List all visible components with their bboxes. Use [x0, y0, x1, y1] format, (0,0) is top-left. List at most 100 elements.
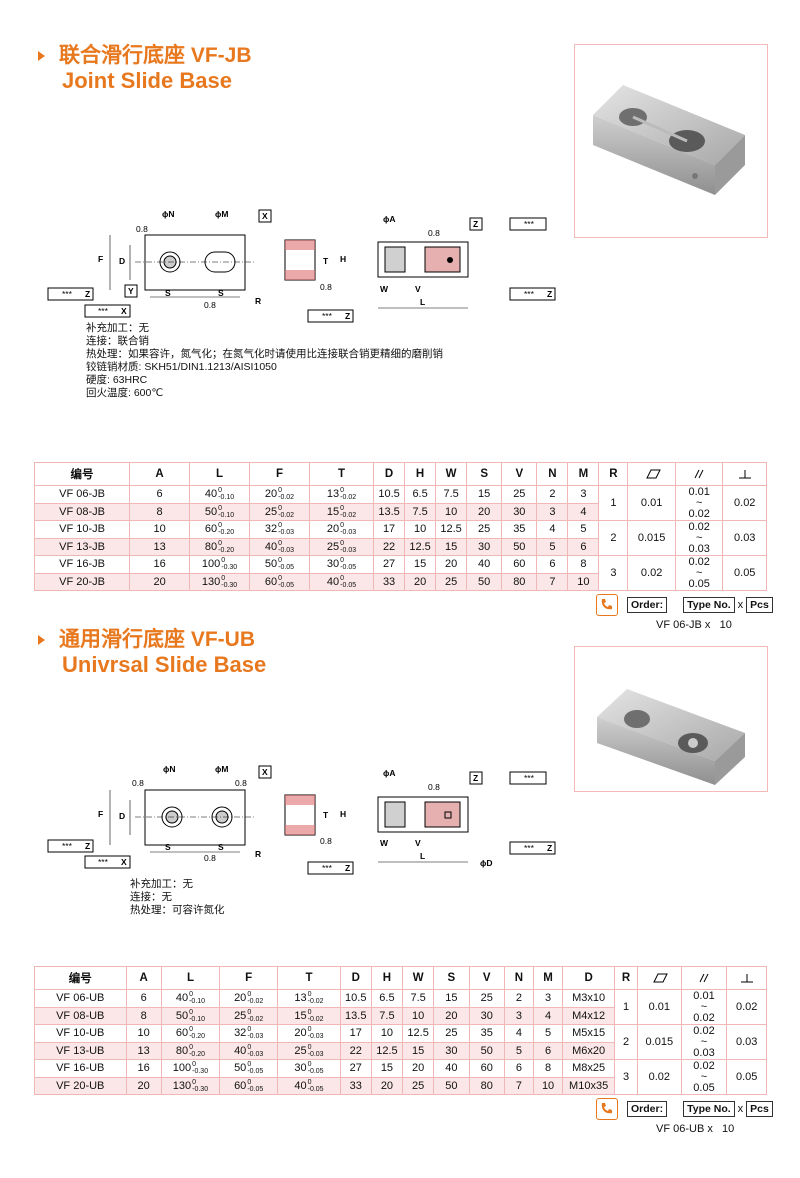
tolerance: 0-0.10 — [189, 991, 205, 1005]
tol-upper: 0 — [340, 522, 345, 530]
parallelism-range: 0.01~0.02 — [688, 487, 709, 520]
v-value: 35 — [501, 520, 538, 539]
order-label: Order: — [627, 597, 668, 613]
par-a: 0.02 — [688, 521, 710, 533]
tol-upper: 0 — [307, 1043, 312, 1051]
tolerance: 0-0.03 — [247, 1044, 263, 1058]
tol-upper: 0 — [278, 574, 283, 582]
tol-lower: -0.02 — [340, 511, 357, 519]
tol-lower: -0.03 — [278, 529, 295, 537]
h-value: 6.5 — [404, 485, 437, 504]
tolerance: 0-0.02 — [247, 991, 263, 1005]
tol-lower: -0.05 — [340, 564, 357, 572]
tol-upper: 0 — [247, 991, 252, 999]
perpendicularity-icon — [738, 470, 751, 479]
value: 20 — [326, 523, 340, 536]
col-header: M — [567, 462, 600, 486]
tol-upper: 0 — [192, 1061, 197, 1069]
d-value: 33 — [373, 572, 406, 591]
section1-notes: 补充加工：无 连接：联合销 热处理：如果容许，氮气化；在氮气化时请使用比连接联合… — [86, 322, 443, 400]
tol-box-2-stars: *** — [98, 857, 109, 867]
dim-M-label: ϕM — [215, 764, 228, 774]
tolerance: 0-0.03 — [340, 540, 356, 554]
v-value: 30 — [501, 502, 538, 521]
tolerance: 0-0.03 — [308, 1044, 324, 1058]
tolerance: 0-0.02 — [278, 505, 294, 519]
note-line: 回火温度: 600℃ — [86, 387, 164, 399]
parallelism-value: 0.02~0.03 — [674, 520, 724, 556]
value: 32 — [234, 1027, 247, 1040]
h-value: 20 — [370, 1076, 404, 1095]
tol-lower: -0.10 — [218, 494, 235, 502]
value: 40 — [204, 488, 218, 501]
tol-upper: 0 — [218, 504, 223, 512]
tol-box-4-Z: Z — [547, 843, 552, 853]
tol-upper: 0 — [340, 539, 345, 547]
value: 15 — [326, 505, 340, 518]
note-line: 补充加工：无 — [86, 322, 149, 334]
type-no: VF 10-UB — [34, 1024, 127, 1043]
tol-box-2-stars: *** — [98, 306, 109, 316]
s-value: 30 — [466, 537, 503, 556]
type-no: VF 16-JB — [33, 555, 131, 574]
tolerance: 0-0.05 — [308, 1061, 324, 1075]
d-value: 13.5 — [373, 502, 406, 521]
tolerance: 0-0.20 — [189, 1044, 205, 1058]
value: 20 — [294, 1027, 307, 1040]
value: 130 — [172, 1079, 192, 1092]
tol-lower: -0.05 — [278, 581, 295, 589]
col-header: T — [277, 966, 341, 990]
perpendicularity-header — [726, 966, 767, 990]
bolt-d-value: M10x35 — [562, 1076, 616, 1095]
par-b: 0.05 — [693, 1082, 715, 1094]
triangle-bullet-icon — [38, 635, 45, 645]
bolt-d-value: M4x12 — [562, 1006, 616, 1025]
d-value: 10.5 — [339, 989, 372, 1008]
parallelism-header — [680, 966, 728, 990]
parallelism-icon — [694, 469, 704, 479]
tol-lower: -0.03 — [340, 546, 357, 554]
tol-lower: -0.30 — [221, 581, 238, 589]
parallelism-range: 0.02~0.05 — [688, 557, 709, 590]
perpendicularity-value: 0.05 — [722, 555, 767, 591]
value: 60 — [234, 1079, 247, 1092]
m-value: 8 — [567, 555, 600, 574]
perpendicularity-header — [722, 462, 767, 486]
w-value: 15 — [435, 537, 468, 556]
d-value: 17 — [339, 1024, 372, 1043]
tol-lower: -0.30 — [221, 564, 238, 572]
order-example-type: VF 06-UB — [656, 1123, 705, 1135]
value: 60 — [175, 1027, 189, 1040]
w-value: 12.5 — [402, 1024, 435, 1043]
v-value: 60 — [468, 1059, 505, 1078]
tol-upper: 0 — [278, 522, 283, 530]
tol-lower: -0.02 — [278, 494, 295, 502]
flatness-value: 0.015 — [627, 520, 676, 556]
tolerance: 0-0.03 — [247, 1026, 263, 1040]
tol-upper: 0 — [278, 539, 283, 547]
par-b: 0.03 — [688, 543, 710, 555]
tol-upper: 0 — [278, 487, 283, 495]
section1-title-zh: 联合滑行底座 VF-JB — [59, 44, 252, 67]
flatness-value: 0.02 — [636, 1059, 682, 1095]
section1-title-en: Joint Slide Base — [62, 68, 232, 93]
a-value: 6 — [129, 485, 191, 504]
s-value: 25 — [433, 1024, 470, 1043]
col-header: L — [160, 966, 221, 990]
dim-F-label: F — [98, 809, 103, 819]
value: 13 — [326, 488, 340, 501]
par-a: 0.01 — [688, 486, 710, 498]
note-line: 连接：无 — [130, 891, 172, 903]
datum-Z-label: Z — [473, 219, 478, 229]
w-value: 12.5 — [435, 520, 468, 539]
value: 20 — [234, 992, 247, 1005]
m-value: 6 — [567, 537, 600, 556]
